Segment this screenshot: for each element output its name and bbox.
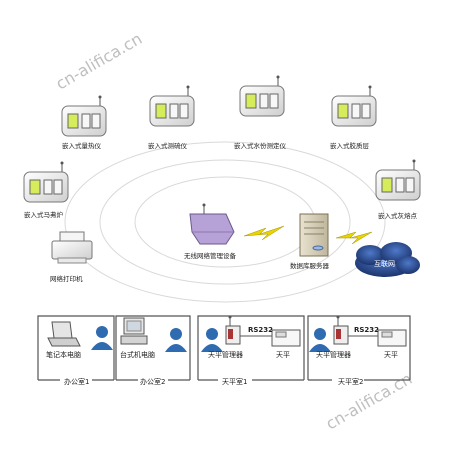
instrument-label-moisture: 嵌入式量热仪 [62,141,102,150]
balance-manager-label: 天平管理器 [208,350,243,359]
instrument-device [23,161,69,203]
desktop-label: 台式机电脑 [120,350,155,359]
database-server-icon [299,213,329,257]
rs232-label: RS232 [354,326,379,334]
balance-manager-icon [333,315,349,345]
internet-label: 互联网 [374,259,395,268]
instrument-device [239,75,285,117]
balance-label: 天平 [384,351,398,359]
desktop-computer-icon [120,317,148,345]
instrument-label-sulfur: 嵌入式测硫仪 [148,141,188,150]
printer-icon [51,231,93,264]
instrument-label-ash: 嵌入式水份测定仪 [234,141,287,150]
balance-room [197,315,305,381]
balance-icon [377,329,407,347]
balance-manager-icon [225,315,241,345]
office-room [115,315,191,381]
balance-label: 天平 [276,351,290,359]
instrument-device [375,159,421,201]
server-label: 数据库服务器 [290,261,330,270]
wireless-link-icon [243,225,285,241]
laptop-label: 笔记本电脑 [46,350,81,359]
person-icon [165,328,187,352]
watermark: cn-alifica.cn [323,369,416,434]
instrument-device [331,85,377,127]
rs232-label: RS232 [248,326,273,334]
office1-label: 办公室1 [64,377,89,386]
wireless-gateway-icon [189,203,235,245]
printer-label: 网络打印机 [50,274,83,283]
gateway-label: 无线网络管理设备 [184,251,237,260]
laptop-icon [47,321,81,347]
balance-room [307,315,411,381]
wireless-link-icon [335,231,373,245]
balance-room1-label: 天平室1 [222,377,247,386]
instrument-device [61,95,107,137]
instrument-label-volatile: 嵌入式胶质层 [330,141,370,150]
balance-room2-label: 天平室2 [338,377,363,386]
balance-manager-label: 天平管理器 [316,350,351,359]
person-icon [309,328,331,352]
instrument-device [149,85,195,127]
person-icon [201,328,223,352]
instrument-label-ashfusion: 嵌入式灰熔点 [378,211,418,220]
balance-icon [271,329,301,347]
instrument-label-furnace: 嵌入式马弗炉 [24,210,64,219]
office2-label: 办公室2 [140,377,165,386]
office-room [37,315,115,381]
watermark: cn-alifica.cn [53,29,146,94]
internet-cloud-icon [355,242,420,277]
panel-screen [67,113,79,129]
person-icon [91,326,113,350]
